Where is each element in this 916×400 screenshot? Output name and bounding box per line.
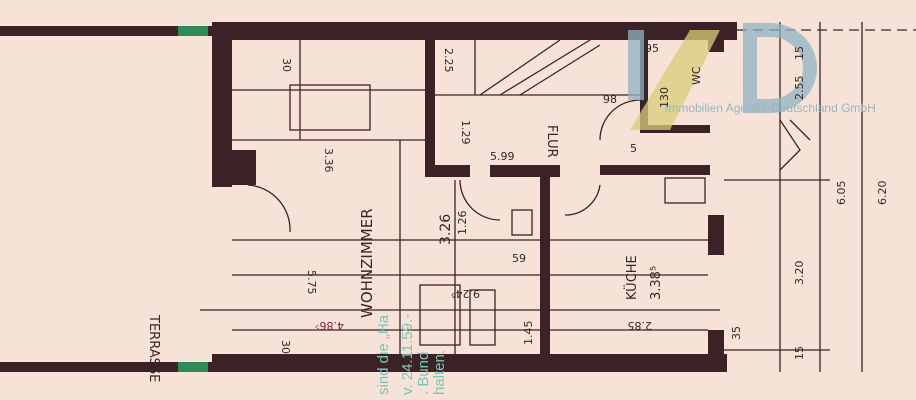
drawing-lines bbox=[200, 22, 916, 372]
dim-336: 3.36 bbox=[322, 148, 335, 173]
dim-225: 2.25 bbox=[442, 48, 455, 73]
label-living-room: WOHNZIMMER bbox=[358, 208, 376, 318]
dim-130: 130 bbox=[658, 87, 671, 108]
dim-605: 6.05 bbox=[835, 181, 848, 206]
terrace-wall-bottom bbox=[0, 362, 212, 372]
stamp-line-3: . Bund bbox=[415, 352, 432, 395]
stamp-line-4: halten. bbox=[431, 350, 448, 395]
dim-15-top: 15 bbox=[793, 46, 806, 60]
dim-620: 6.20 bbox=[876, 181, 889, 206]
dim-95: 95 bbox=[645, 42, 659, 55]
stamp-line-2: v. 24.11.59.- bbox=[399, 314, 416, 395]
stamp-line-1: sind die „Ha bbox=[375, 314, 392, 395]
dim-35: 35 bbox=[730, 326, 743, 340]
watermark-company: Immobilien Agentur Deutschland GmbH bbox=[665, 101, 876, 115]
dim-98: 98 bbox=[603, 93, 617, 106]
terrace-marker-top bbox=[178, 26, 208, 36]
stamp: sind die „Ha v. 24.11.59.- . Bund halten… bbox=[375, 314, 448, 395]
dim-129: 1.29 bbox=[459, 120, 472, 145]
dim-320: 3.20 bbox=[793, 261, 806, 286]
dim-15-bottom: 15 bbox=[793, 346, 806, 360]
dim-30-top: 30 bbox=[280, 58, 293, 72]
label-hall: FLUR bbox=[544, 125, 559, 158]
dim-9245: 9.24⁵ bbox=[451, 287, 480, 300]
label-living-area: 3.26 bbox=[438, 214, 454, 245]
label-terrace: TERRASSE bbox=[146, 314, 161, 382]
dim-145: 1.45 bbox=[522, 321, 535, 346]
dim-599: 5.99 bbox=[490, 150, 515, 163]
terrace-marker-bottom bbox=[178, 362, 208, 372]
label-wc: WC bbox=[690, 66, 703, 85]
dim-59: 59 bbox=[512, 252, 526, 265]
iad-logo bbox=[628, 23, 817, 130]
label-kitchen-area: 3.38⁵ bbox=[649, 266, 664, 300]
dim-126: 1.26 bbox=[456, 211, 469, 236]
dim-5: 5 bbox=[630, 142, 637, 155]
dim-30-bottom: 30 bbox=[279, 340, 292, 354]
label-kitchen: KÜCHE bbox=[623, 255, 640, 300]
dim-4865: 4.86⁵ bbox=[315, 319, 344, 332]
dim-255: 2.55 bbox=[793, 76, 806, 101]
terrace-wall-top bbox=[0, 26, 212, 36]
dim-575: 5.75 bbox=[305, 270, 318, 295]
dim-285: 2.85 bbox=[628, 319, 653, 332]
